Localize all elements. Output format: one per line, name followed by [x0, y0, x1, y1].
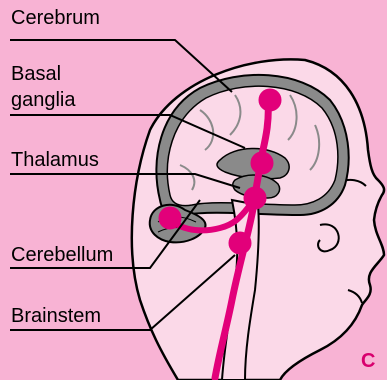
node-cerebrum: [259, 89, 281, 111]
label-cerebellum: Cerebellum: [11, 243, 113, 267]
label-thalamus: Thalamus: [11, 148, 99, 172]
label-brainstem: Brainstem: [11, 304, 101, 328]
node-cerebellum: [159, 207, 181, 229]
node-basal-ganglia: [251, 152, 273, 174]
label-basal: Basal: [11, 62, 61, 86]
node-brainstem: [229, 232, 251, 254]
node-thalamus: [244, 187, 266, 209]
panel-letter: C: [361, 350, 375, 373]
label-ganglia: ganglia: [11, 88, 76, 112]
label-cerebrum: Cerebrum: [11, 6, 100, 30]
